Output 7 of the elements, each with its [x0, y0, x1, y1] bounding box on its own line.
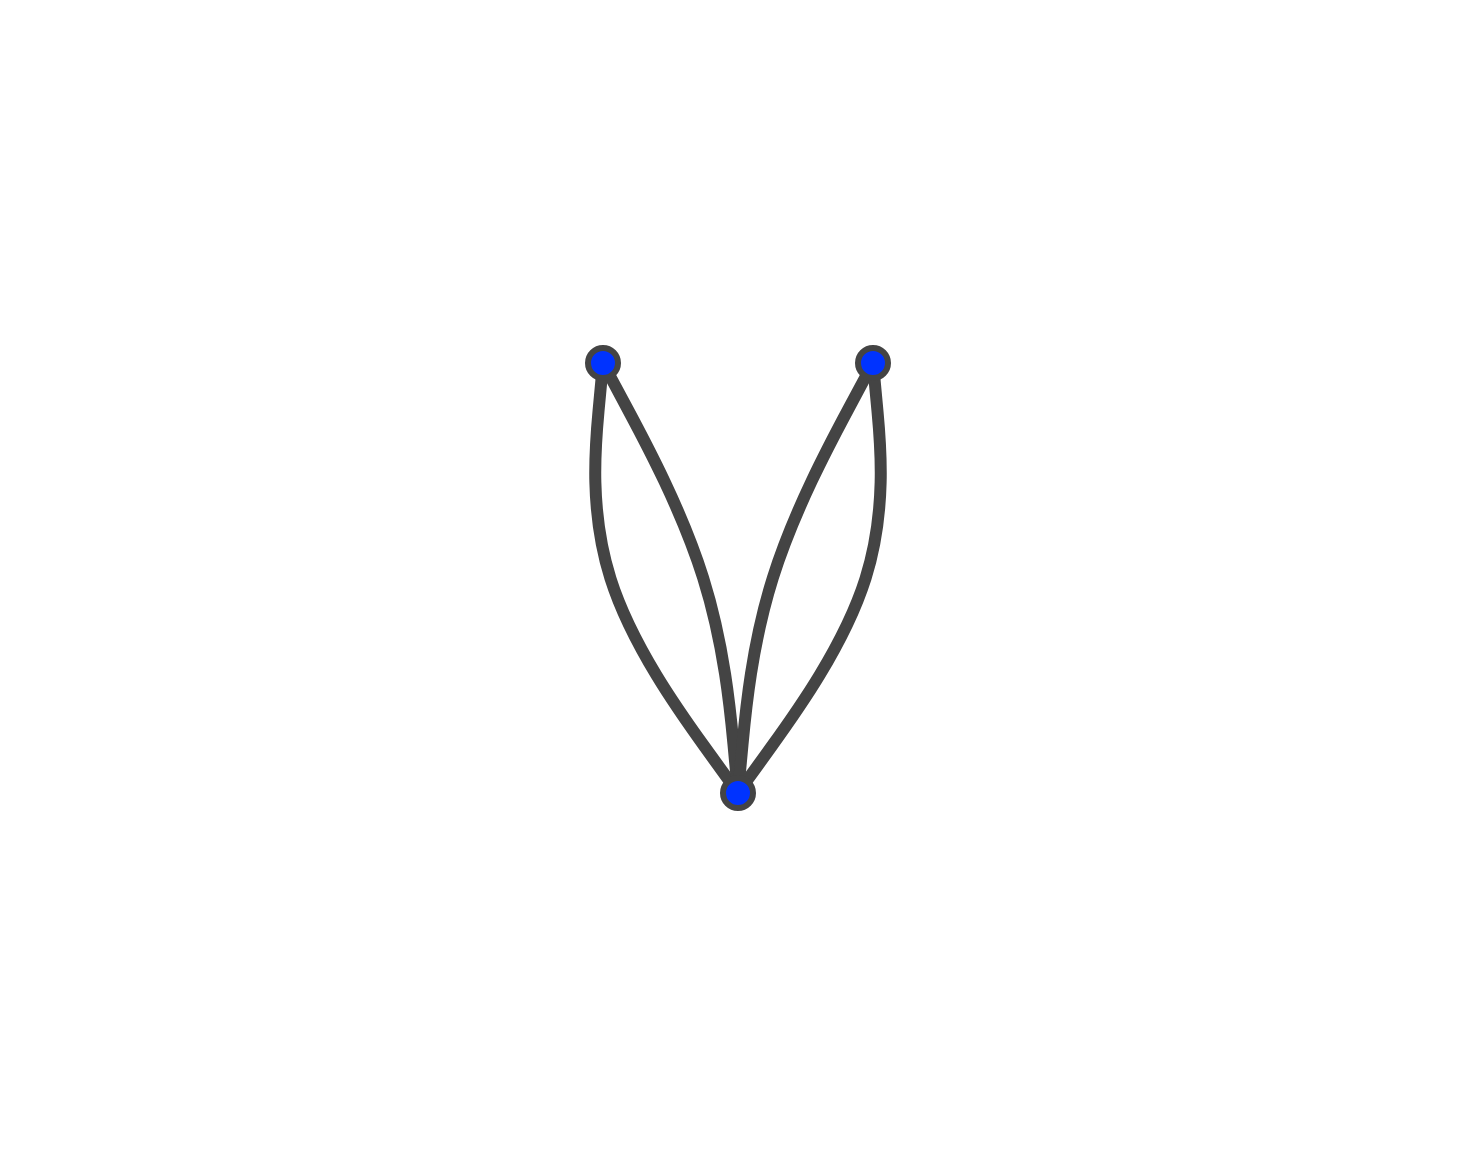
connector	[588, 377, 734, 785]
connector	[603, 373, 742, 779]
connector	[740, 377, 886, 785]
node-circle	[584, 345, 620, 381]
node-circle	[854, 345, 890, 381]
connector	[732, 373, 871, 779]
node-circle	[719, 775, 755, 811]
